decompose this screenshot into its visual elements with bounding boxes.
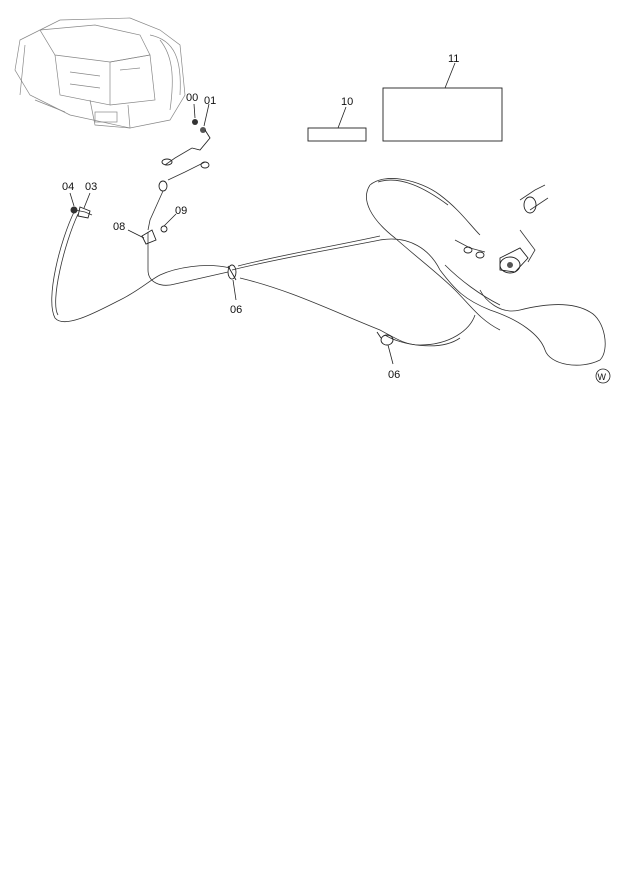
callout-08: 08 bbox=[113, 221, 125, 233]
part-06-clamp-a bbox=[227, 264, 237, 281]
callout-06-a: 06 bbox=[230, 304, 242, 316]
part-03-04-clamp bbox=[70, 206, 91, 219]
callout-09: 09 bbox=[175, 205, 187, 217]
part-10-box bbox=[307, 127, 367, 142]
leader-lines bbox=[69, 62, 456, 365]
hose-assembly bbox=[51, 178, 606, 366]
callout-03: 03 bbox=[85, 181, 97, 193]
callout-11: 11 bbox=[448, 53, 459, 65]
part-08-09-clamp bbox=[141, 225, 168, 245]
view-marker: W bbox=[595, 368, 611, 384]
part-00-01-fittings bbox=[147, 119, 211, 231]
part-11-box bbox=[382, 87, 503, 142]
view-marker-label: W bbox=[598, 372, 607, 382]
callout-01: 01 bbox=[204, 95, 216, 107]
callout-04: 04 bbox=[62, 181, 74, 193]
callout-06-b: 06 bbox=[388, 369, 400, 381]
part-06-clamp-b bbox=[376, 331, 394, 346]
machine-body-sketch bbox=[14, 17, 186, 129]
callout-10: 10 bbox=[341, 96, 353, 108]
callout-00: 00 bbox=[186, 92, 198, 104]
